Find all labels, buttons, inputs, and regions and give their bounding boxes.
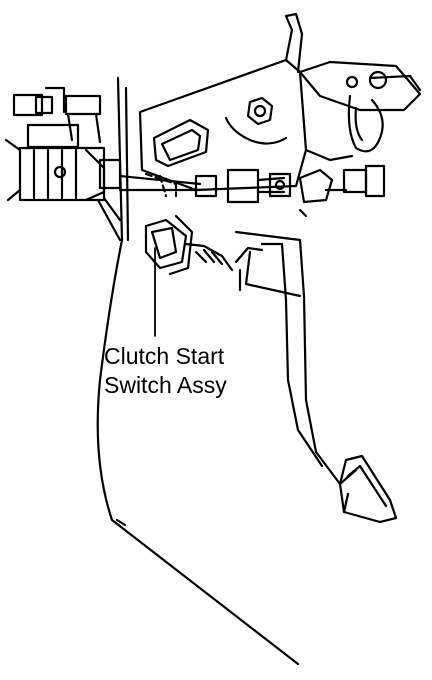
firewall-panel <box>96 76 300 666</box>
pivot-nut <box>246 96 274 126</box>
master-cylinder <box>4 86 122 242</box>
pedal-pad <box>338 454 398 524</box>
pedal-bracket <box>138 12 422 192</box>
pushrod <box>118 168 292 204</box>
callout-line-2: Switch Assy <box>104 372 227 398</box>
adjuster-bracket <box>298 164 386 218</box>
callout-line-1: Clutch Start <box>104 343 225 369</box>
clutch-start-switch <box>144 214 264 276</box>
clutch-start-switch-label: Clutch Start Switch Assy <box>104 342 274 400</box>
upper-linkage <box>345 70 422 153</box>
